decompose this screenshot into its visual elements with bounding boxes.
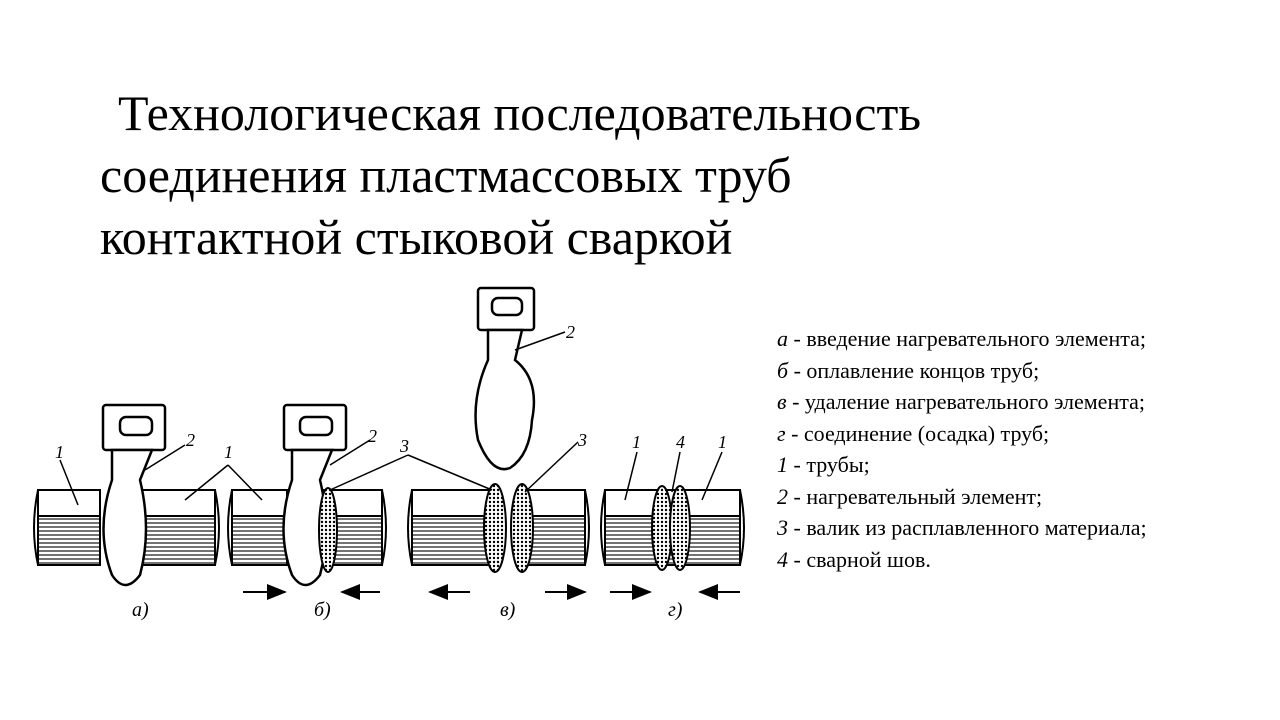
stage-g-group bbox=[600, 485, 745, 571]
legend-item-1: 1 - трубы; bbox=[777, 452, 870, 477]
heater-element-a bbox=[101, 403, 167, 587]
pipe-v-left bbox=[407, 489, 491, 566]
slide-title: Технологическая последовательность соеди… bbox=[100, 82, 1200, 268]
callout-heater-v: 2 bbox=[566, 322, 575, 342]
legend-item-v: в - удаление нагревательного элемента; bbox=[777, 389, 1145, 414]
legend-item-b: б - оплавление концов труб; bbox=[777, 357, 1040, 383]
legend-item-3: 3 - валик из расплавленного материала; bbox=[777, 515, 1147, 540]
pipe-a-left bbox=[33, 489, 101, 566]
melt-bead-v-right bbox=[510, 483, 534, 573]
heater-element-v bbox=[474, 286, 536, 471]
legend-item-a: а - введение нагревательного элемента; bbox=[777, 326, 1146, 351]
callout-weld-g: 4 bbox=[676, 432, 685, 452]
callout-leaders bbox=[59, 331, 723, 506]
title-line-2: соединения пластмассовых труб bbox=[100, 147, 792, 203]
legend-item-g: г - соединение (осадка) труб; bbox=[777, 420, 1050, 446]
pipe-a-right bbox=[139, 489, 220, 566]
welding-sequence-diagram: 1 2 1 2 3 2 3 1 4 1 а) б) в) г) bbox=[33, 286, 745, 621]
stage-label-b: б) bbox=[314, 599, 331, 621]
callout-pipe-a: 1 bbox=[55, 442, 64, 462]
callout-heater-a: 2 bbox=[186, 430, 195, 450]
stage-b-group bbox=[227, 403, 387, 587]
callout-bead-bv: 3 bbox=[399, 436, 409, 456]
legend-item-4: 4 - сварной шов. bbox=[777, 546, 931, 572]
stage-label-a: а) bbox=[132, 599, 149, 621]
stage-a-group bbox=[33, 403, 220, 587]
stage-label-v: в) bbox=[500, 599, 516, 621]
weld-seam-g-2 bbox=[669, 485, 691, 571]
stage-label-g: г) bbox=[668, 599, 683, 621]
callout-pipe-g-left: 1 bbox=[632, 432, 641, 452]
pipe-b-left bbox=[227, 489, 288, 566]
legend-item-2: 2 - нагревательный элемент; bbox=[777, 483, 1043, 509]
diagram-legend: а - введение нагревательного элемента; б… bbox=[777, 323, 1267, 575]
callout-bead-v: 3 bbox=[577, 430, 587, 450]
callout-pipe-g-right: 1 bbox=[718, 432, 727, 452]
title-line-3: контактной стыковой сваркой bbox=[100, 209, 733, 265]
melt-bead-v-left bbox=[483, 483, 507, 573]
stage-v-group bbox=[407, 286, 590, 573]
callout-heater-b: 2 bbox=[368, 426, 377, 446]
title-line-1: Технологическая последовательность bbox=[118, 85, 922, 141]
callout-pipe-ab: 1 bbox=[224, 442, 233, 462]
melt-bead-b bbox=[318, 487, 338, 573]
